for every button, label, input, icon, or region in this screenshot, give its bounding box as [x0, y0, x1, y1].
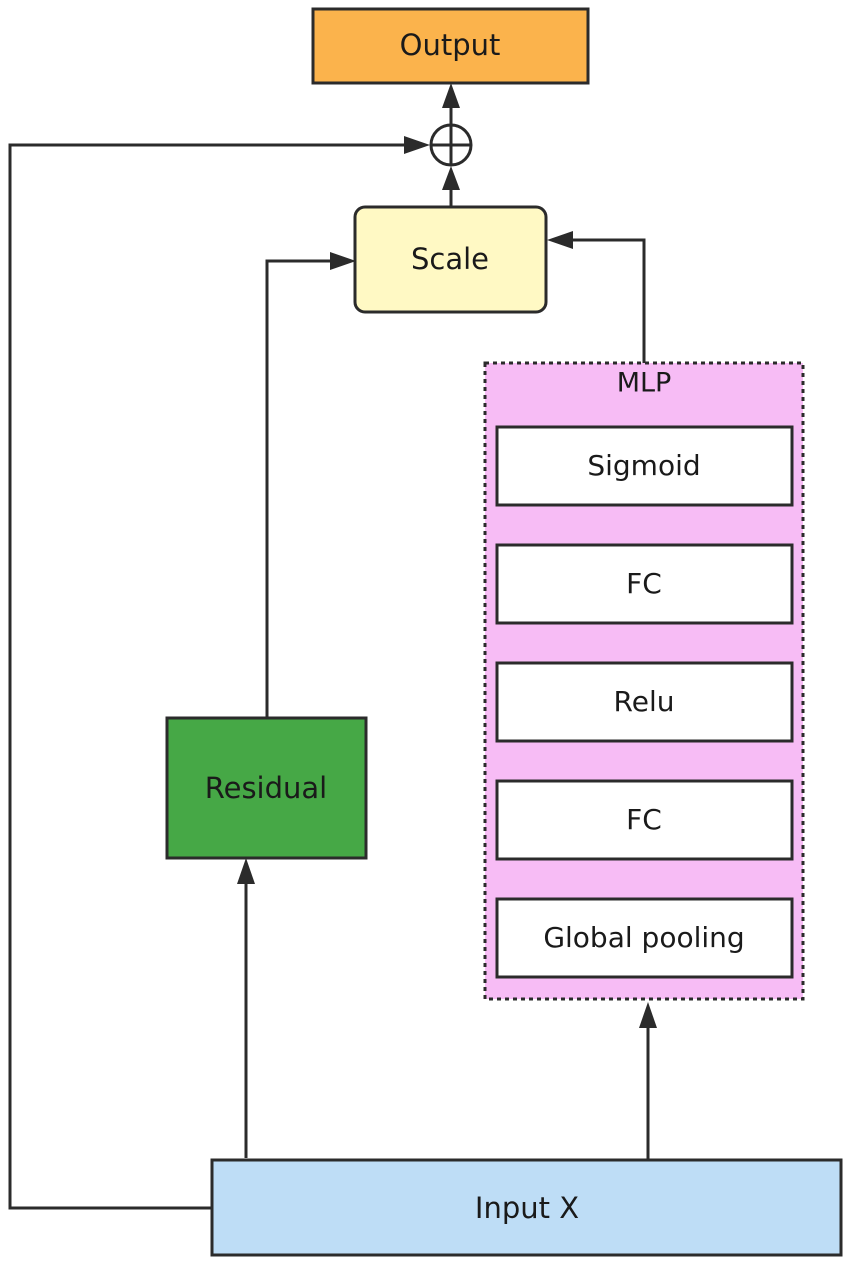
scale-box	[353, 205, 548, 314]
arrowhead-residual-in	[237, 858, 255, 884]
input-box	[210, 1158, 843, 1257]
input-node: Input X	[210, 1158, 843, 1257]
residual-label: Residual	[205, 771, 327, 805]
add-operator-icon	[429, 123, 473, 167]
mlp-title: MLP	[617, 368, 672, 399]
arrowhead-add-bottom	[442, 166, 460, 190]
relu-label: Relu	[614, 685, 675, 718]
arrow-residual-to-scale	[265, 259, 330, 717]
scale-label: Scale	[411, 242, 489, 276]
relu-box	[495, 661, 794, 743]
residual-box	[165, 716, 368, 860]
arrowhead-mlp-in	[639, 1002, 657, 1028]
arrowhead-output	[442, 83, 460, 108]
fc-bottom-box	[495, 779, 794, 861]
fc-top-label: FC	[626, 567, 662, 600]
arrowhead-scale-left	[330, 252, 356, 270]
scale-node: Scale	[353, 205, 548, 314]
arrowhead-add-skip	[404, 136, 430, 154]
arrowhead-scale-right	[547, 231, 573, 249]
global-pooling-box	[495, 897, 794, 979]
output-node: Output	[311, 7, 590, 85]
fc-bottom-label: FC	[626, 803, 662, 836]
global-pooling-label: Global pooling	[543, 921, 744, 954]
mlp-group: MLP Sigmoid FC Relu FC Global pooling	[483, 361, 805, 1001]
sigmoid-box	[495, 425, 794, 507]
output-box	[311, 7, 590, 85]
output-label: Output	[400, 28, 501, 62]
fc-top-box	[495, 543, 794, 625]
sigmoid-label: Sigmoid	[587, 449, 700, 482]
residual-node: Residual	[165, 716, 368, 860]
arrow-mlp-to-scale	[573, 238, 646, 363]
arrow-input-skip-to-add	[8, 143, 404, 1210]
input-label: Input X	[475, 1191, 579, 1225]
